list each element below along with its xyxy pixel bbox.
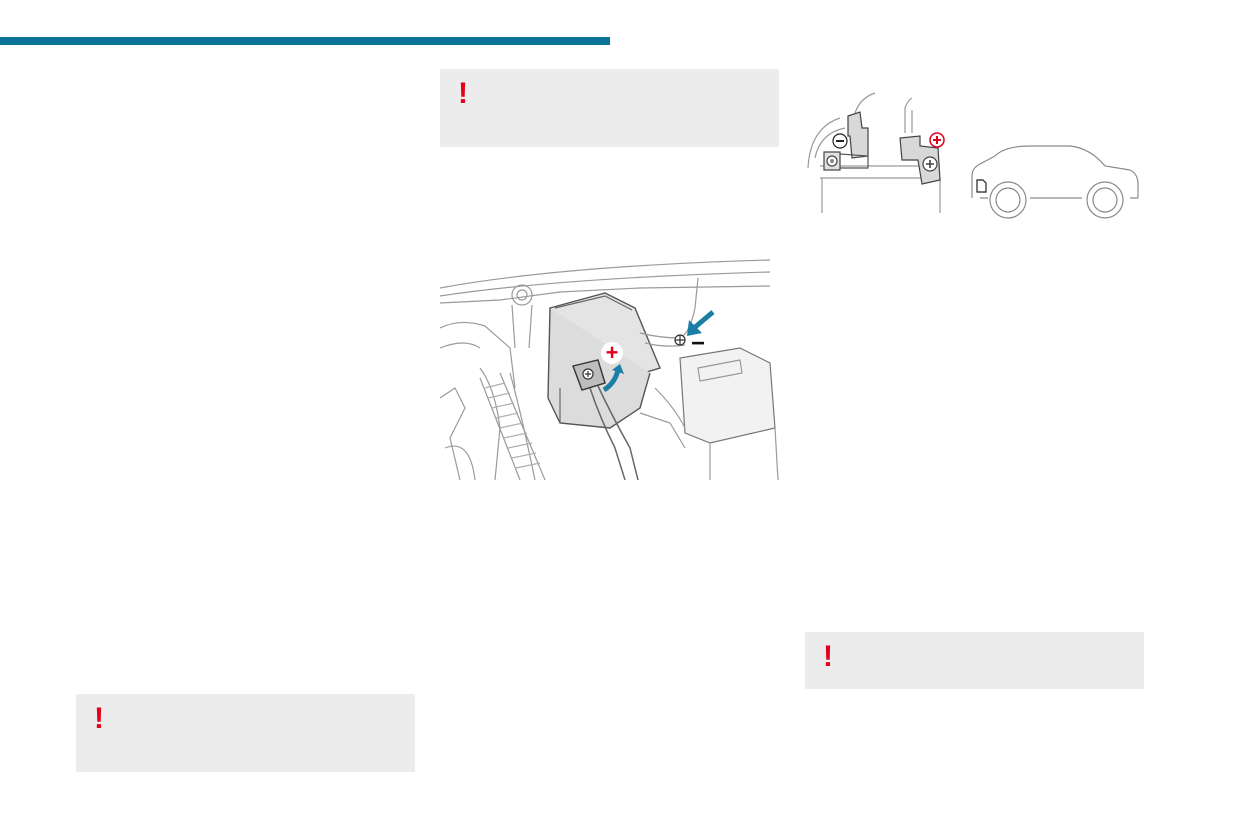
engine-bay-illustration: + − — [440, 248, 780, 480]
minus-terminal-icon: − — [691, 330, 705, 357]
warning-box-right: ! — [805, 632, 1144, 689]
warning-icon: ! — [94, 702, 104, 735]
warning-box-top: ! — [440, 69, 779, 147]
warning-icon: ! — [823, 640, 833, 673]
header-accent-bar — [0, 37, 610, 45]
warning-box-bottom-left: ! — [76, 694, 415, 772]
car-outline-icon — [971, 145, 1139, 219]
plus-terminal-icon: + — [606, 340, 619, 365]
battery-terminal-illustration — [800, 88, 1150, 220]
warning-icon: ! — [458, 77, 468, 110]
battery-location-icon — [976, 179, 987, 193]
